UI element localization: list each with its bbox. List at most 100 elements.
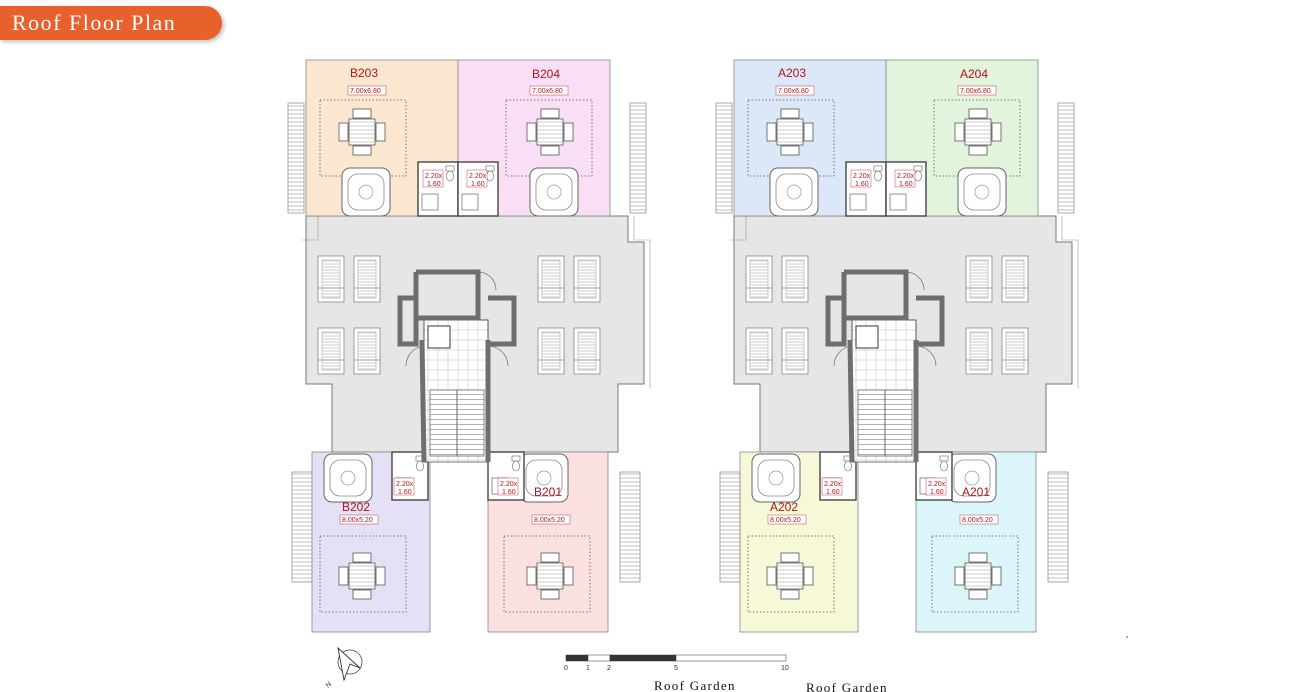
sun-lounger-icon: [537, 255, 565, 303]
unit-name-label: A203: [778, 66, 806, 80]
bathroom-dim-line1: 2.20x: [500, 481, 518, 488]
unit-dim-text: 8.00x5.20: [534, 517, 565, 524]
terrace-outline: [747, 99, 835, 177]
toilet-icon: [939, 455, 949, 472]
bathroom-dim-line1: 2.20x: [469, 173, 487, 180]
bathroom-dim-line1: 2.20x: [853, 173, 871, 180]
sun-lounger-icon: [537, 327, 565, 375]
unit-name-label: A202: [770, 500, 798, 514]
terrace-outline: [319, 99, 407, 177]
lift-shaft: [427, 325, 451, 349]
unit-name-label: B201: [534, 485, 562, 499]
unit-dim-label: 8.00x5.20: [959, 514, 999, 525]
caption-roof-garden-1: Roof Garden: [654, 678, 736, 692]
dining-table-icon: [954, 108, 1002, 156]
dining-table-icon: [526, 552, 574, 600]
door-swing-icon: [905, 271, 925, 291]
terrace-outline: [747, 535, 835, 613]
door-swing-icon: [833, 345, 853, 367]
jacuzzi-icon: [519, 453, 569, 503]
unit-dim-text: 8.00x5.20: [770, 517, 801, 524]
terrace-outline: [319, 535, 407, 613]
toilet-icon: [485, 165, 495, 182]
unit-dim-label: 8.00x5.20: [531, 514, 571, 525]
scale-bar: 0 1 2 5 10: [564, 654, 789, 672]
dining-table-icon: [766, 552, 814, 600]
sun-lounger-icon: [745, 255, 773, 303]
toilet-icon: [445, 165, 455, 182]
sun-lounger-icon: [317, 327, 345, 375]
sun-lounger-icon: [317, 255, 345, 303]
sun-lounger-icon: [573, 327, 601, 375]
door-swing-icon: [487, 345, 509, 367]
stair-core: [825, 269, 945, 463]
unit-name-label: A201: [962, 485, 990, 499]
sun-lounger-icon: [745, 327, 773, 375]
unit-name-label: B203: [350, 66, 378, 80]
sun-lounger-icon: [781, 255, 809, 303]
balcony: [715, 102, 733, 214]
unit-a201: A201 8.00x5.20: [915, 451, 1037, 633]
dining-table-icon: [526, 108, 574, 156]
bathroom-dim-line1: 2.20x: [824, 481, 842, 488]
scale-label-0: 0: [564, 665, 568, 672]
jacuzzi-icon: [751, 453, 801, 503]
shower-icon: [421, 193, 439, 211]
bathroom-dim-line1: 2.20x: [396, 481, 414, 488]
jacuzzi-icon: [769, 167, 819, 217]
unit-dim-text: 8.00x5.20: [962, 517, 993, 524]
door-swing-icon: [405, 345, 425, 367]
sun-lounger-icon: [781, 327, 809, 375]
unit-name-label: B204: [532, 67, 560, 81]
bathroom-dim-line2: 1.60: [930, 489, 944, 496]
toilet-icon: [415, 455, 425, 472]
caption-roof-garden-2: Roof Garden: [806, 680, 888, 692]
unit-a203: A203 7.00x6.80: [733, 59, 887, 217]
door-swing-icon: [477, 271, 497, 291]
core-walls: [825, 269, 945, 463]
north-arrow-icon: N: [325, 646, 363, 690]
sun-lounger-icon: [965, 255, 993, 303]
bathroom-dim-line2: 1.60: [427, 181, 441, 188]
scale-label-2: 2: [607, 665, 611, 672]
shower-icon: [849, 193, 867, 211]
bathroom-dim-line1: 2.20x: [425, 173, 443, 180]
scale-label-3: 5: [674, 665, 678, 672]
bathroom-dim-line2: 1.60: [826, 489, 840, 496]
building-b: B2037.00x6.80B2047.00x6.802.20x1.602.20x…: [287, 59, 651, 633]
jacuzzi-icon: [529, 167, 579, 217]
core-walls: [397, 269, 517, 463]
unit-dim-text: 8.00x5.20: [342, 517, 373, 524]
balcony: [1057, 102, 1075, 214]
sun-lounger-icon: [353, 255, 381, 303]
door-swing-icon: [915, 345, 937, 367]
page-title: Roof Floor Plan: [0, 6, 222, 40]
svg-text:N: N: [325, 681, 333, 690]
scale-label-1: 1: [586, 665, 590, 672]
unit-dim-label: 8.00x5.20: [767, 514, 807, 525]
dining-table-icon: [954, 552, 1002, 600]
jacuzzi-icon: [957, 167, 1007, 217]
dining-table-icon: [766, 108, 814, 156]
sun-lounger-icon: [573, 255, 601, 303]
dining-table-icon: [338, 108, 386, 156]
unit-name-label: B202: [342, 500, 370, 514]
shower-icon: [889, 193, 907, 211]
unit-dim-text: 7.00x6.80: [778, 88, 809, 95]
balcony: [619, 471, 641, 583]
